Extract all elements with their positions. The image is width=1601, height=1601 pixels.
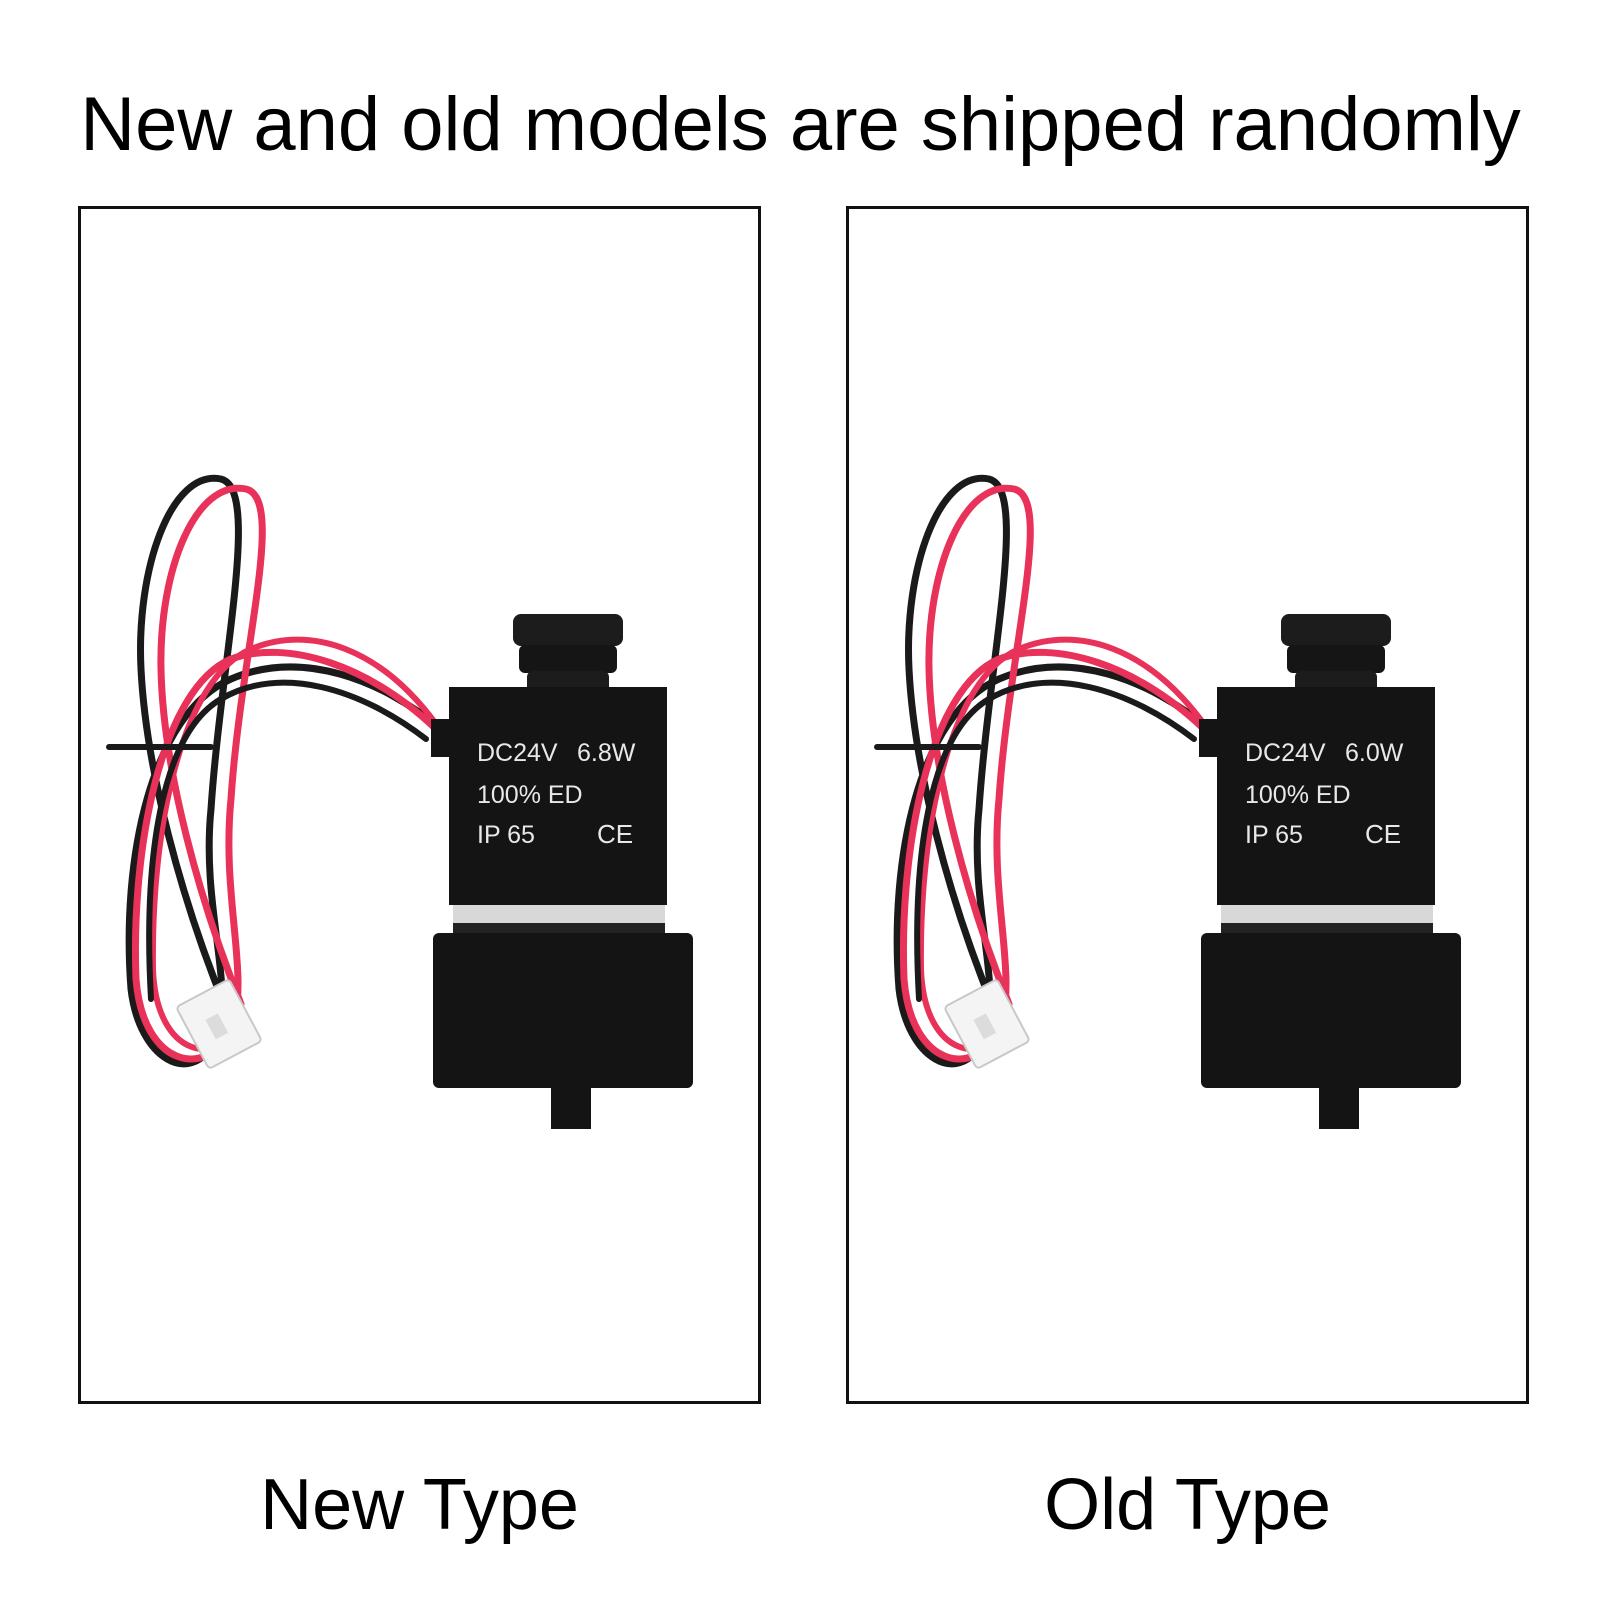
solenoid-valve-photo-old: DC24V 6.0W 100% ED IP 65 CE [874, 474, 1461, 1129]
label-power: 6.8W [577, 739, 636, 767]
ce-mark-icon: CE [1365, 819, 1401, 849]
label-power: 6.0W [1345, 739, 1404, 767]
caption-new-type: New Type [260, 1465, 579, 1545]
label-voltage: DC24V [477, 739, 558, 767]
wire-loop [106, 474, 445, 1068]
ce-mark-icon: CE [597, 819, 633, 849]
label-duty: 100% ED [477, 781, 583, 809]
wire-loop [874, 474, 1213, 1068]
plug-connector [944, 979, 1030, 1069]
label-rating: IP 65 [1245, 821, 1303, 849]
product-panel-new: DC24V 6.8W 100% ED IP 65 CE [78, 206, 761, 1404]
label-voltage: DC24V [1245, 739, 1326, 767]
headline: New and old models are shipped randomly [80, 82, 1521, 167]
label-rating: IP 65 [477, 821, 535, 849]
product-panel-old: DC24V 6.0W 100% ED IP 65 CE [846, 206, 1529, 1404]
label-duty: 100% ED [1245, 781, 1351, 809]
solenoid-valve-photo-new: DC24V 6.8W 100% ED IP 65 CE [106, 474, 693, 1129]
valve-body [1199, 614, 1461, 1129]
valve-body [431, 614, 693, 1129]
caption-old-type: Old Type [1044, 1465, 1331, 1545]
plug-connector [176, 979, 262, 1069]
